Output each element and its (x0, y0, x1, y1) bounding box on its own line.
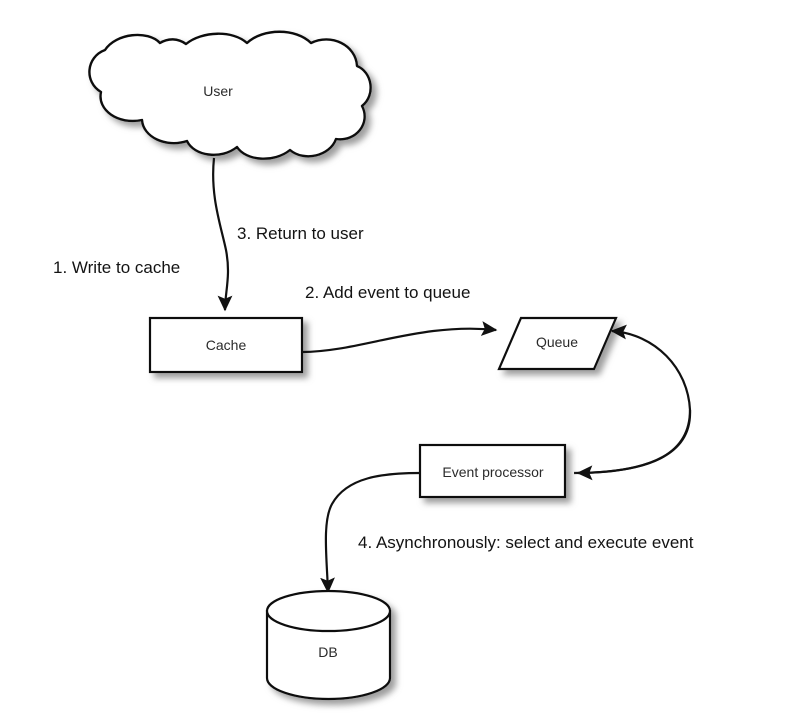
node-db[interactable] (265, 589, 392, 701)
edge-user-to-cache (212, 157, 233, 312)
edge-queue-to-evproc (576, 409, 692, 481)
node-event-processor[interactable] (418, 443, 567, 499)
cache-box (148, 316, 304, 374)
node-queue[interactable] (497, 316, 618, 371)
edge-cache-to-queue (301, 321, 498, 354)
edge-evproc-to-db (320, 471, 421, 594)
db-cylinder-top (265, 589, 392, 633)
node-cache[interactable] (148, 316, 304, 374)
db-cylinder-body (265, 609, 392, 701)
cloud-shape (88, 30, 372, 160)
queue-shape (497, 316, 618, 371)
event-processor-box (418, 443, 567, 499)
node-user[interactable] (88, 30, 372, 160)
